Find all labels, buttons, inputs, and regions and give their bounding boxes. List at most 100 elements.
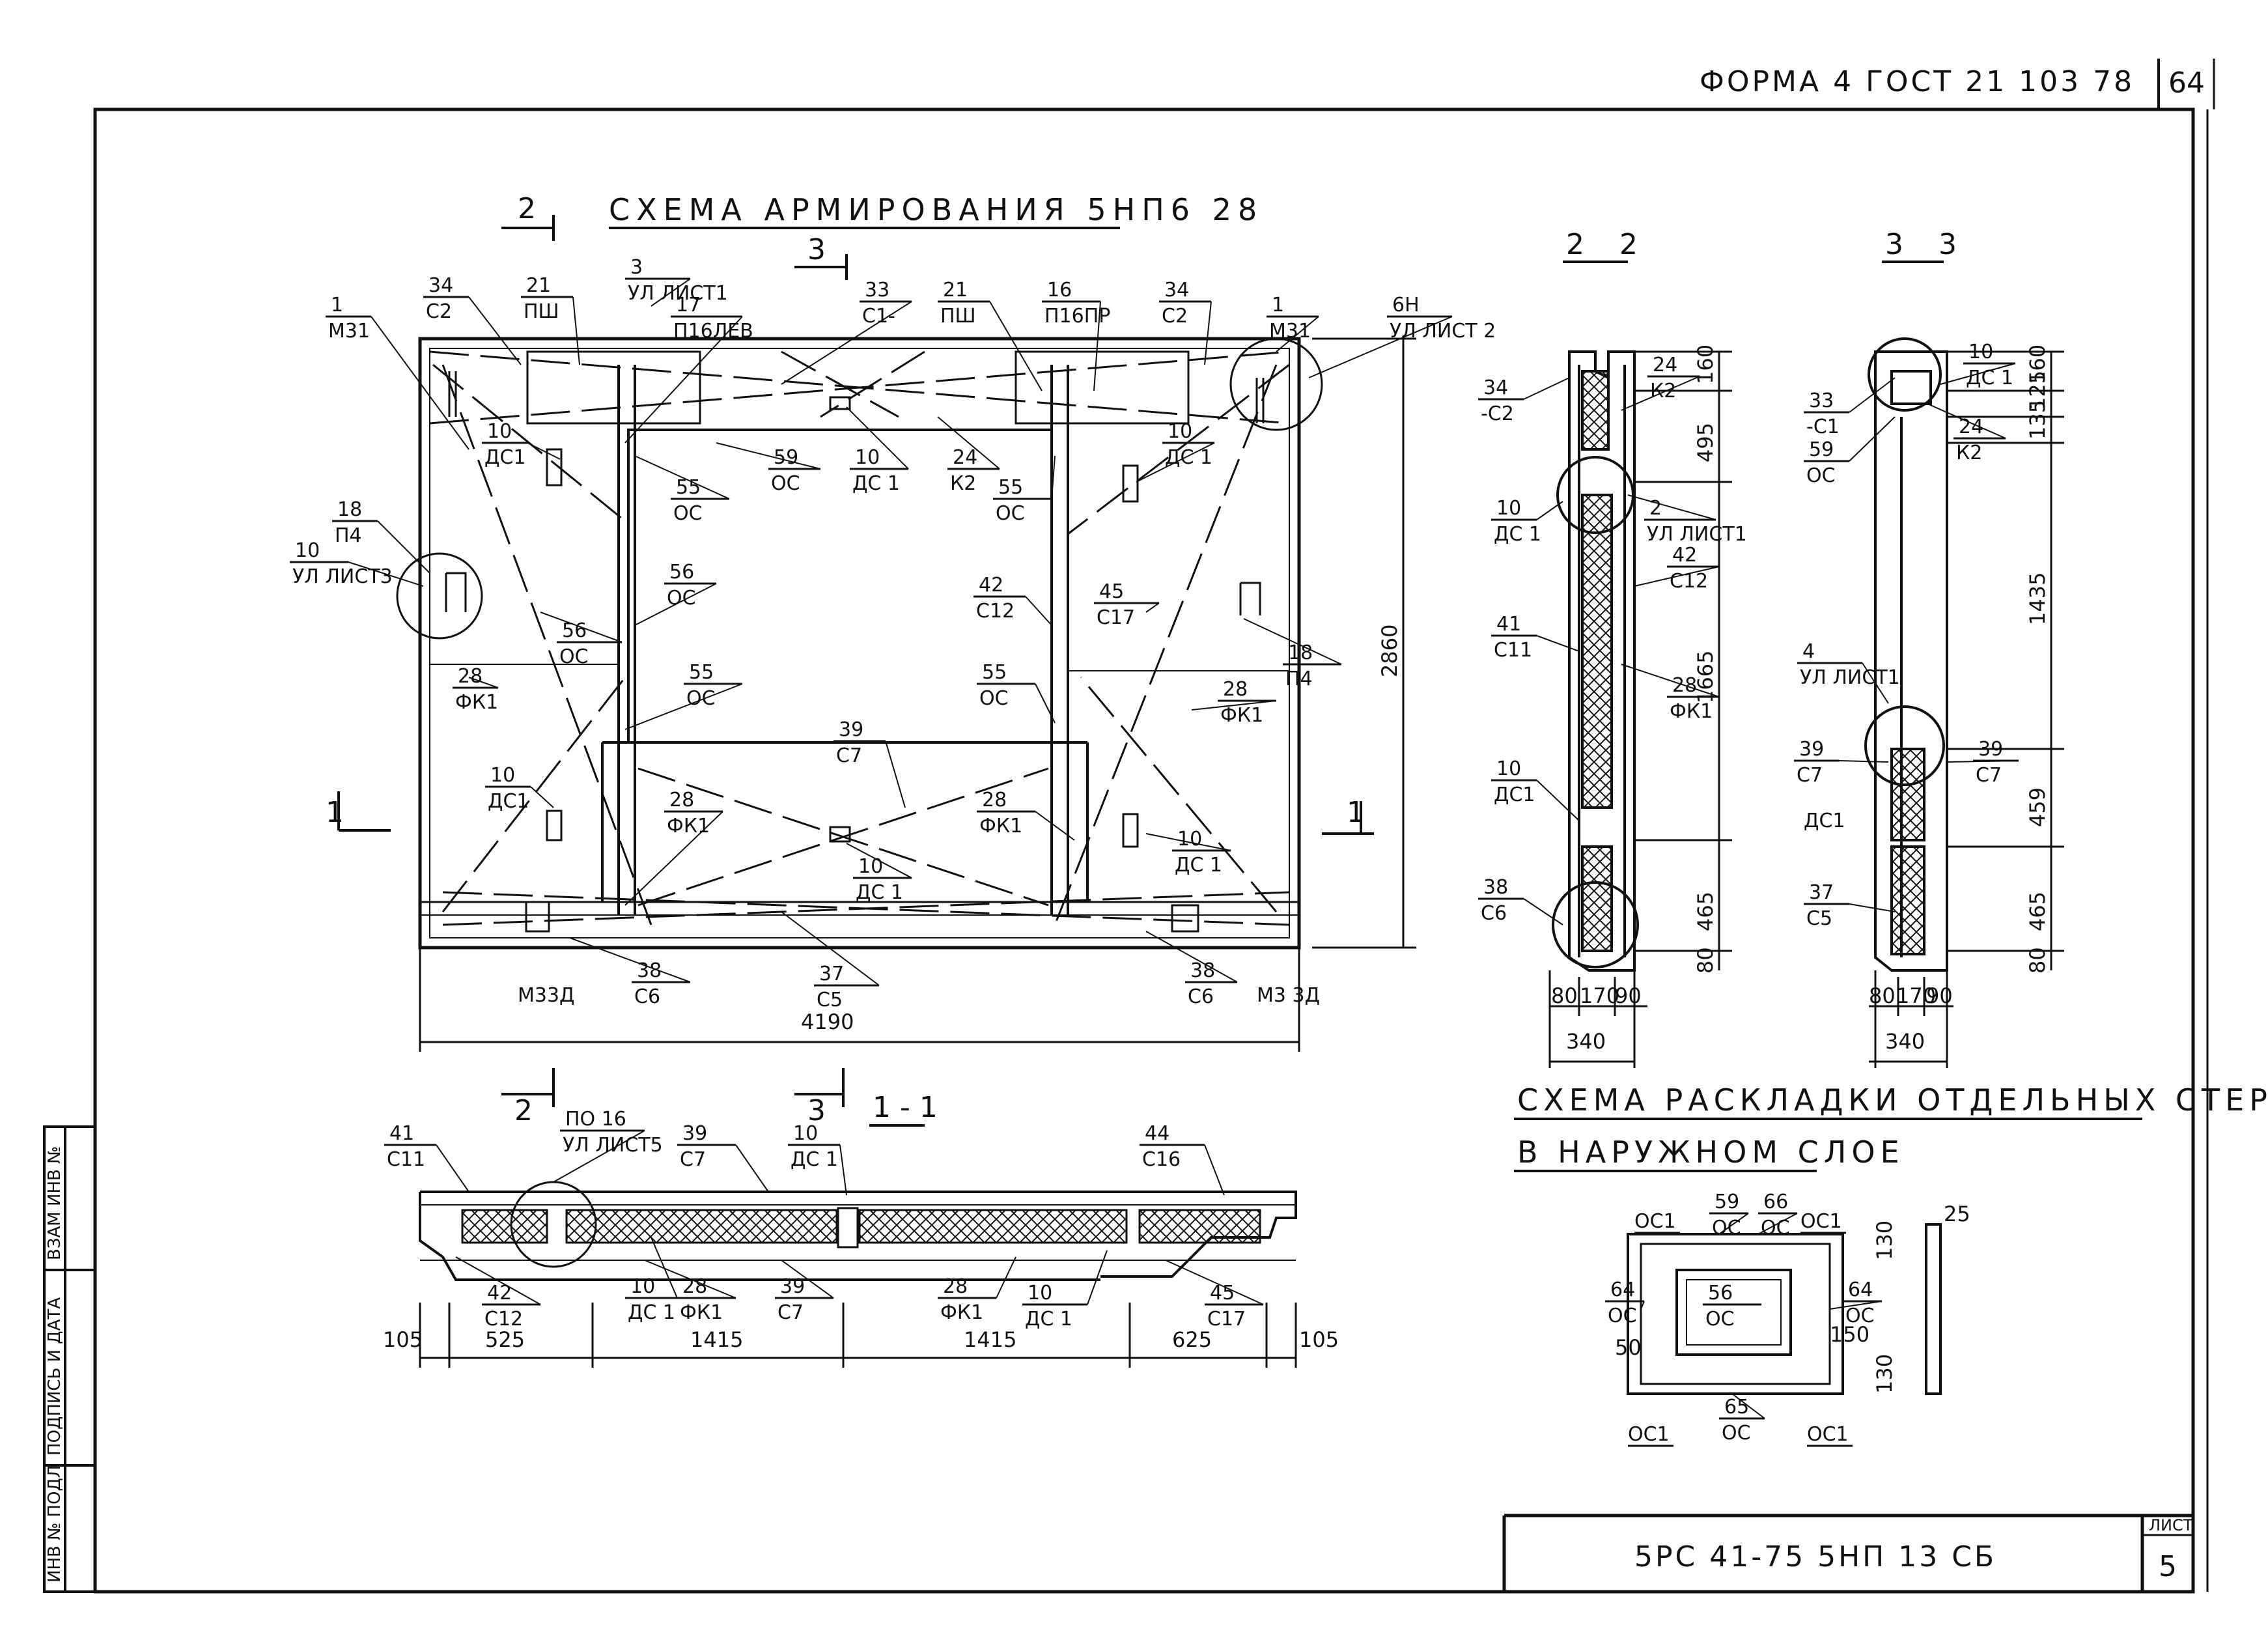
s33-oc59-mark: ОС: [1806, 464, 1836, 487]
scheme-title-1: СХЕМА РАСКЛАДКИ ОТДЕЛЬНЫХ СТЕРЖНЕЙ: [1517, 1082, 2268, 1118]
dim-height: 2860: [1377, 625, 1402, 677]
s11-fk1-s-num: 28: [682, 1275, 707, 1298]
main-oc56-r-mark: ОС: [559, 645, 589, 668]
s33-c7-r-mark: С7: [1976, 764, 2002, 787]
scheme-oc59-num: 59: [1715, 1191, 1739, 1213]
scheme-oc1-tr-text: ОС1: [1800, 1210, 1842, 1233]
cut-mark-2: 2: [518, 192, 536, 225]
main-view: СХЕМА АРМИРОВАНИЯ 5НП6 28 2 3 1 1: [290, 192, 1496, 1052]
s22-vdim-1: 495: [1693, 423, 1718, 462]
s33-hdim-2: 90: [1926, 983, 1953, 1008]
main-c12-main-num: 42: [979, 574, 1003, 597]
main-c2-left-mark: С2: [426, 300, 452, 323]
s33-c7-l-mark: С7: [1797, 764, 1823, 787]
main-ds1-top-num: 10: [855, 446, 880, 469]
scheme-oc1-tr: ОС1: [1800, 1210, 1846, 1234]
s22-ulist1: 2УЛ ЛИСТ1: [1627, 494, 1747, 546]
s11-mark-3: 3: [807, 1094, 826, 1127]
s33-c5-num: 37: [1809, 881, 1834, 904]
s22-profile: [1552, 350, 1639, 972]
s11-insulation: [461, 1181, 1261, 1268]
s22-ds1-b-mark: ДС1: [1494, 783, 1535, 806]
s11-c17-s-mark: С17: [1207, 1308, 1246, 1331]
main-ds1-mid-num: 10: [858, 855, 883, 878]
s11-ds1-s3-num: 10: [1028, 1282, 1052, 1305]
main-p4-left-num: 18: [337, 498, 362, 521]
main-psh-left-num: 21: [526, 274, 551, 297]
header: ФОРМА 4 ГОСТ 21 103 78 64: [1700, 65, 2205, 100]
panel-outline: [418, 337, 1301, 950]
s11-c11-mark: С11: [387, 1148, 425, 1171]
s33-vdim-1: 125: [2025, 371, 2050, 410]
page-number: 64: [2168, 66, 2205, 100]
s11-ulist5-num: ПО 16: [565, 1108, 626, 1131]
main-k2-top-num: 24: [953, 446, 977, 469]
s11-dim-1: 525: [485, 1327, 525, 1352]
main-c12-main-mark: С12: [976, 600, 1015, 623]
scheme-dim-4: 25: [1944, 1202, 1970, 1226]
main-m31-right-mark: М31: [1269, 320, 1311, 343]
layout-scheme: СХЕМА РАСКЛАДКИ ОТДЕЛЬНЫХ СТЕРЖНЕЙ В НАР…: [1514, 1082, 2268, 1447]
main-m31-left-num: 1: [331, 294, 343, 317]
main-ds1-top-mark: ДС 1: [852, 472, 900, 495]
s11-c12-s-num: 42: [487, 1282, 512, 1305]
main-c1-top-mark: С1-: [862, 305, 895, 328]
main-ulist1-top-num: 3: [630, 256, 643, 279]
s11-mark-2: 2: [514, 1094, 533, 1127]
main-oc56-r-num: 56: [562, 619, 587, 642]
main-oc55-mr-mark: ОС: [979, 687, 1009, 710]
main-oc55-r-mark: ОС: [996, 502, 1025, 525]
s11-dim-4: 625: [1172, 1327, 1212, 1352]
form-stamp: ФОРМА 4 ГОСТ 21 103 78: [1700, 65, 2135, 98]
scheme-oc1-br: ОС1: [1807, 1423, 1853, 1447]
s22-ulist1-mark: УЛ ЛИСТ1: [1647, 523, 1747, 546]
s11-ds1-s3-mark: ДС 1: [1025, 1308, 1072, 1331]
main-c17-main-mark: С17: [1097, 606, 1135, 629]
scheme-title-2: В НАРУЖНОМ СЛОЕ: [1517, 1135, 1905, 1170]
s22-ds1-a-num: 10: [1496, 497, 1521, 520]
stamp-podpis-data: ПОДПИСЬ И ДАТА: [45, 1297, 64, 1456]
main-oc55-mr-num: 55: [982, 661, 1007, 684]
main-ds1-lr-num: 10: [1177, 828, 1202, 851]
main-fk1-ul-mark: ФК1: [455, 691, 498, 714]
s22-c2-mark: -С2: [1481, 402, 1514, 425]
main-fk1-ml-num: 28: [669, 789, 694, 811]
main-psh-right-num: 21: [943, 279, 968, 302]
main-ulist3-num: 10: [295, 539, 320, 562]
s22-c12-num: 42: [1672, 544, 1697, 567]
main-ds1-ll-mark: ДС1: [488, 790, 529, 813]
sheet-frame: [93, 59, 2215, 1594]
s33-vdim-6: 80: [2025, 947, 2050, 974]
scheme-oc64-r-mark: ОС: [1845, 1305, 1875, 1327]
main-oc55-ml-num: 55: [689, 661, 714, 684]
s11-c17-s-num: 45: [1210, 1282, 1235, 1305]
s22-c6-num: 38: [1483, 876, 1508, 899]
s22-hdim-1: 170: [1580, 983, 1619, 1008]
main-p4-left-mark: П4: [335, 524, 362, 547]
s11-fk1-s-mark: ФК1: [680, 1301, 723, 1324]
stamp-inv-podl: ИНВ № ПОДЛ: [45, 1465, 64, 1583]
